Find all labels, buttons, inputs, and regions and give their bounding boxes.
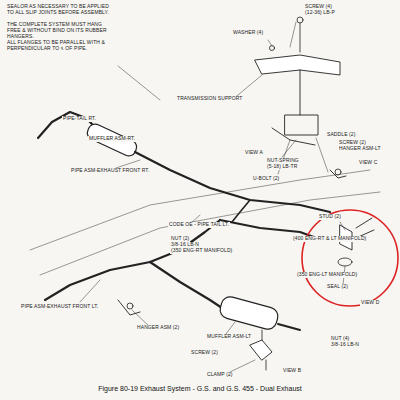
part-label: NUT-SPRING <box>266 158 300 164</box>
part-label: STUD (2) <box>318 214 342 220</box>
part-label: WASHER (4) <box>232 30 264 36</box>
part-label: TRANSMISSION SUPPORT <box>176 96 244 102</box>
part-label: (12-36) LB-P <box>304 10 336 16</box>
part-label: U-BOLT (2) <box>252 176 280 182</box>
figure-caption: Figure 80-19 Exhaust System - G.S. and G… <box>0 385 400 392</box>
part-label: VIEW C <box>358 160 378 166</box>
part-label: NUT (4) <box>330 336 350 342</box>
part-label: (400 ENG-RT & LT MANIFOLD) <box>292 236 367 242</box>
part-label: PIPE ASM-EXHAUST FRONT RT. <box>70 168 150 174</box>
part-label: SCREW (2) <box>190 350 219 356</box>
part-label: MUFFLER ASM-RT. <box>88 136 136 142</box>
part-label: PIPE-TAIL RT. <box>62 116 97 122</box>
highlight-circle <box>302 210 398 306</box>
part-label: CLAMP (2) <box>206 372 234 378</box>
part-label: VIEW B <box>282 368 302 374</box>
part-label: 3/8-16 LB-N <box>170 242 200 248</box>
part-label: PIPE ASM-EXHAUST FRONT LT. <box>20 304 99 310</box>
part-label: SCREW (4) <box>304 4 333 10</box>
assembly-note: ALL FLANGES TO BE PARALLEL WITH & PERPEN… <box>6 40 118 52</box>
assembly-note: SEALOR AS NECESSARY TO BE APPLIED TO ALL… <box>6 4 118 16</box>
part-label: (5-18) LB-TR <box>266 164 298 170</box>
part-label: VIEW D <box>360 300 380 306</box>
part-label: HANGER ASM-LT <box>338 146 382 152</box>
part-label: VIEW A <box>244 150 264 156</box>
assembly-note: THE COMPLETE SYSTEM MUST HANG FREE & WIT… <box>6 22 118 39</box>
part-label: HANGER ASM (2) <box>136 325 180 331</box>
part-label: SADDLE (2) <box>326 132 357 138</box>
part-label: SEAL (2) <box>326 284 349 290</box>
part-label: CODE OE - PIPE TAIL LT. <box>168 222 230 228</box>
part-label: MUFFLER ASM-LT <box>206 334 252 340</box>
part-label: NUT (2) <box>170 236 190 242</box>
part-label: 3/8-16 LB-N <box>330 342 360 348</box>
part-label: (350 ENG-LT MANIFOLD) <box>296 272 358 278</box>
part-label: SCREW (2) <box>338 140 367 146</box>
part-label: (350 ENG-RT MANIFOLD) <box>170 248 233 254</box>
